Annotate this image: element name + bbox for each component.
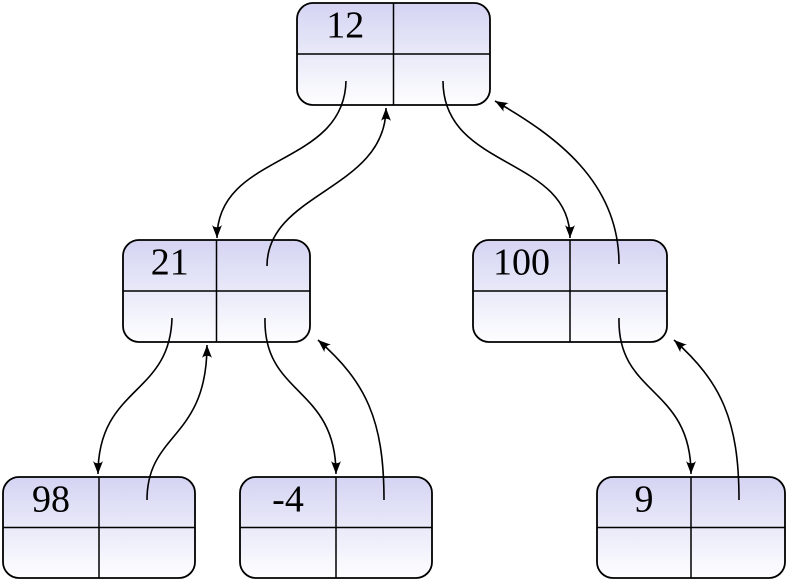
edge-21-left-to-98 [93, 317, 173, 475]
node-9: 9 [596, 476, 786, 579]
edge-21-parent-to-12 [266, 107, 391, 267]
edge-100-right-to-9 [618, 317, 696, 475]
edge-98-parent-to-21 [146, 344, 212, 501]
node-100: 100 [472, 239, 668, 343]
edge-12-left-to-21 [212, 80, 347, 239]
node-12: 12 [296, 2, 491, 106]
edge-9-parent-to-100 [673, 339, 740, 501]
node-9-value: 9 [635, 479, 654, 521]
edge-100-parent-to-12 [494, 100, 620, 265]
node-12-value: 12 [326, 5, 364, 47]
node-100-value: 100 [493, 242, 550, 284]
node-98: 98 [2, 476, 196, 579]
edges-layer [93, 80, 740, 501]
edge-minus4-parent-to-21 [317, 339, 385, 501]
node-21: 21 [122, 239, 311, 343]
node-minus4-value: -4 [272, 479, 304, 521]
node-21-value: 21 [151, 242, 189, 284]
edge-12-right-to-100 [442, 80, 575, 239]
node-98-value: 98 [32, 479, 70, 521]
node-minus4: -4 [239, 476, 433, 579]
edge-21-right-to-minus4 [264, 317, 341, 475]
